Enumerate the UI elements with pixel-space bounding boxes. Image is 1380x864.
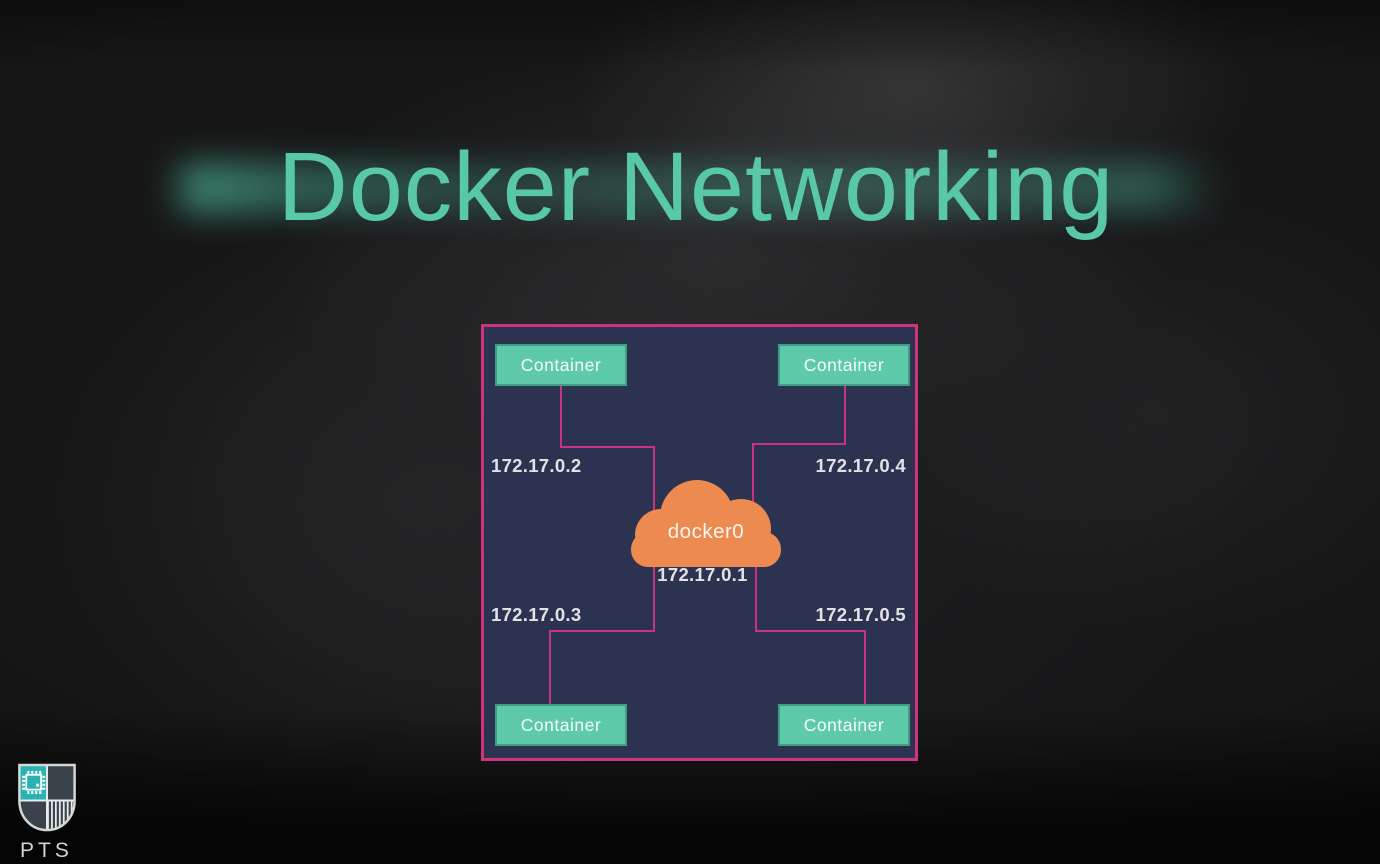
container-box-top-right: Container (778, 344, 910, 386)
ip-label-top-right: 172.17.0.4 (815, 455, 906, 476)
ip-label-bottom-right: 172.17.0.5 (815, 604, 906, 625)
ip-label-top-left: 172.17.0.2 (491, 455, 582, 476)
ip-label-bridge: 172.17.0.1 (657, 564, 748, 585)
pts-logo-text: PTS (20, 839, 73, 862)
container-label: Container (803, 354, 885, 375)
page-title: Docker Networking (277, 132, 1115, 241)
container-label: Container (520, 714, 602, 735)
cloud-icon (631, 480, 781, 567)
container-label: Container (803, 714, 885, 735)
container-box-bottom-right: Container (778, 704, 910, 746)
link-bottom-left (549, 545, 655, 704)
pts-shield-icon (18, 763, 76, 832)
title-glow-streak (165, 162, 1223, 214)
docker-network-diagram: Container Container Container Container … (481, 324, 918, 761)
ip-label-bottom-left: 172.17.0.3 (491, 604, 582, 625)
link-bottom-right (755, 545, 866, 704)
connection-lines (549, 386, 866, 704)
docker0-bridge-cloud: docker0 (630, 478, 782, 568)
link-top-left (560, 386, 655, 532)
pts-logo: PTS (16, 762, 80, 863)
container-label: Container (520, 354, 602, 375)
container-box-top-left: Container (495, 344, 627, 386)
link-top-right (752, 386, 846, 532)
bridge-label: docker0 (667, 520, 745, 543)
chip-icon (22, 770, 46, 795)
container-box-bottom-left: Container (495, 704, 627, 746)
